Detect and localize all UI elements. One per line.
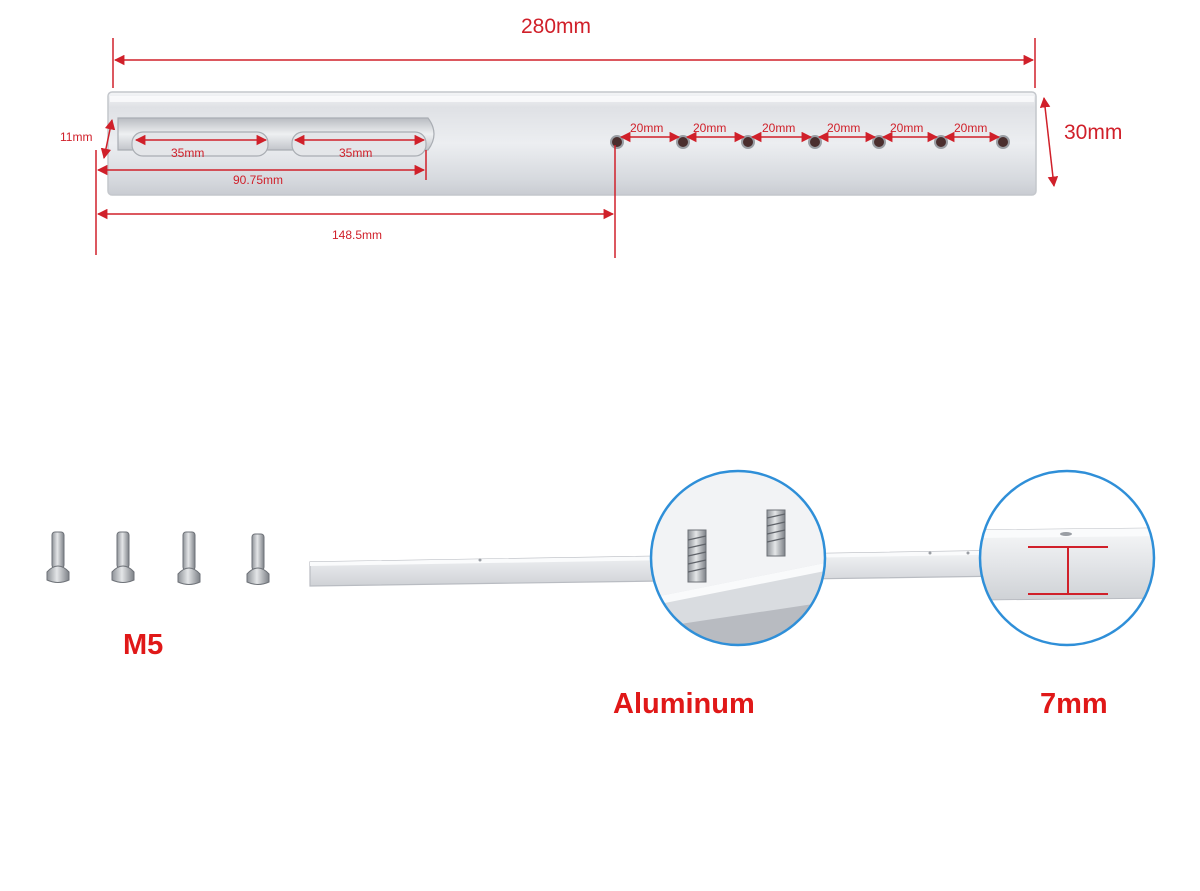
hole-spacing-label: 20mm	[693, 121, 727, 135]
thickness-detail-circle	[978, 469, 1156, 647]
hole-spacing-label: 20mm	[630, 121, 664, 135]
hole-spacing-label: 20mm	[827, 121, 861, 135]
first-hole-offset-label: 148.5mm	[332, 228, 383, 242]
aluminum-detail-circle	[649, 469, 827, 647]
slot-2-length-label: 35mm	[339, 146, 373, 160]
screw	[46, 531, 70, 583]
thickness-label: 7mm	[1040, 688, 1108, 720]
slot-span-label: 90.75mm	[233, 173, 284, 187]
slot-1-length-label: 35mm	[171, 146, 205, 160]
hole-spacing-label: 20mm	[890, 121, 924, 135]
material-label: Aluminum	[613, 688, 755, 720]
thickness-marker	[1028, 546, 1108, 595]
screw	[246, 533, 270, 585]
hole-spacing-label: 20mm	[762, 121, 796, 135]
m5-screws	[46, 531, 270, 585]
end-offset-label: 11mm	[60, 130, 93, 144]
screw	[177, 531, 201, 585]
overall-length-label: 280mm	[521, 15, 592, 38]
hole-spacing-label: 20mm	[954, 121, 988, 135]
screw-size-label: M5	[123, 629, 164, 661]
width-label: 30mm	[1064, 121, 1123, 144]
screw	[111, 531, 135, 583]
dimension-lines	[95, 38, 1059, 258]
